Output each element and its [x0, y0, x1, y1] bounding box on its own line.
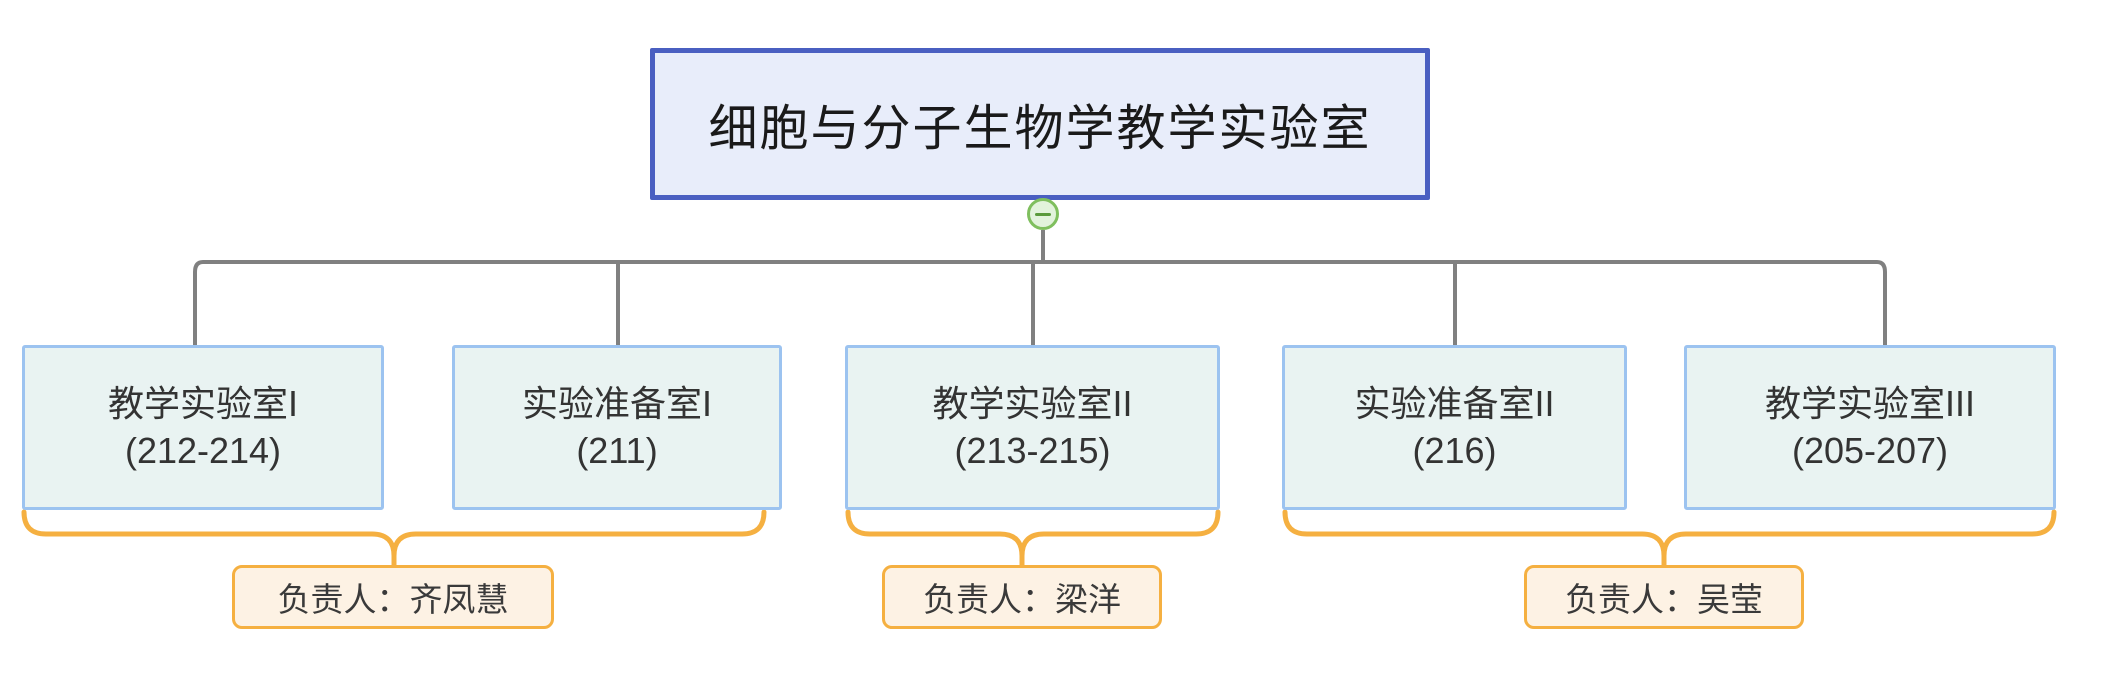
child-node-teaching-lab-2[interactable]: 教学实验室II (213-215) [845, 345, 1220, 510]
child-node-teaching-lab-1[interactable]: 教学实验室I (212-214) [22, 345, 384, 510]
owner-brace-1 [21, 509, 767, 565]
minus-glyph [1035, 212, 1051, 216]
owner-label-text: 负责人：梁洋 [923, 581, 1121, 618]
owner-label-2[interactable]: 负责人：梁洋 [882, 565, 1162, 629]
child-node-room: (213-215) [954, 429, 1111, 471]
owner-brace-2 [845, 509, 1221, 565]
child-node-prep-room-1[interactable]: 实验准备室I (211) [452, 345, 782, 510]
child-node-room: (211) [576, 429, 658, 471]
owner-brace-3 [1282, 509, 2057, 565]
owner-label-1[interactable]: 负责人：齐凤慧 [232, 565, 554, 629]
child-node-prep-room-2[interactable]: 实验准备室II (216) [1282, 345, 1627, 510]
child-node-room: (216) [1412, 429, 1497, 471]
owner-label-3[interactable]: 负责人：吴莹 [1524, 565, 1804, 629]
root-node[interactable]: 细胞与分子生物学教学实验室 [650, 48, 1430, 200]
root-node-label: 细胞与分子生物学教学实验室 [708, 100, 1372, 156]
owner-label-text: 负责人：吴莹 [1565, 581, 1763, 618]
child-node-name: 实验准备室I [521, 383, 712, 425]
child-node-room: (212-214) [124, 429, 282, 471]
child-node-room: (205-207) [1791, 429, 1949, 471]
child-node-teaching-lab-3[interactable]: 教学实验室III (205-207) [1684, 345, 2056, 510]
owner-label-text: 负责人：齐凤慧 [277, 581, 509, 618]
child-node-name: 实验准备室II [1354, 383, 1555, 425]
child-node-name: 教学实验室III [1764, 383, 1975, 425]
child-node-name: 教学实验室II [932, 383, 1133, 425]
child-node-name: 教学实验室I [107, 383, 298, 425]
minus-circle-icon[interactable] [1027, 198, 1059, 230]
